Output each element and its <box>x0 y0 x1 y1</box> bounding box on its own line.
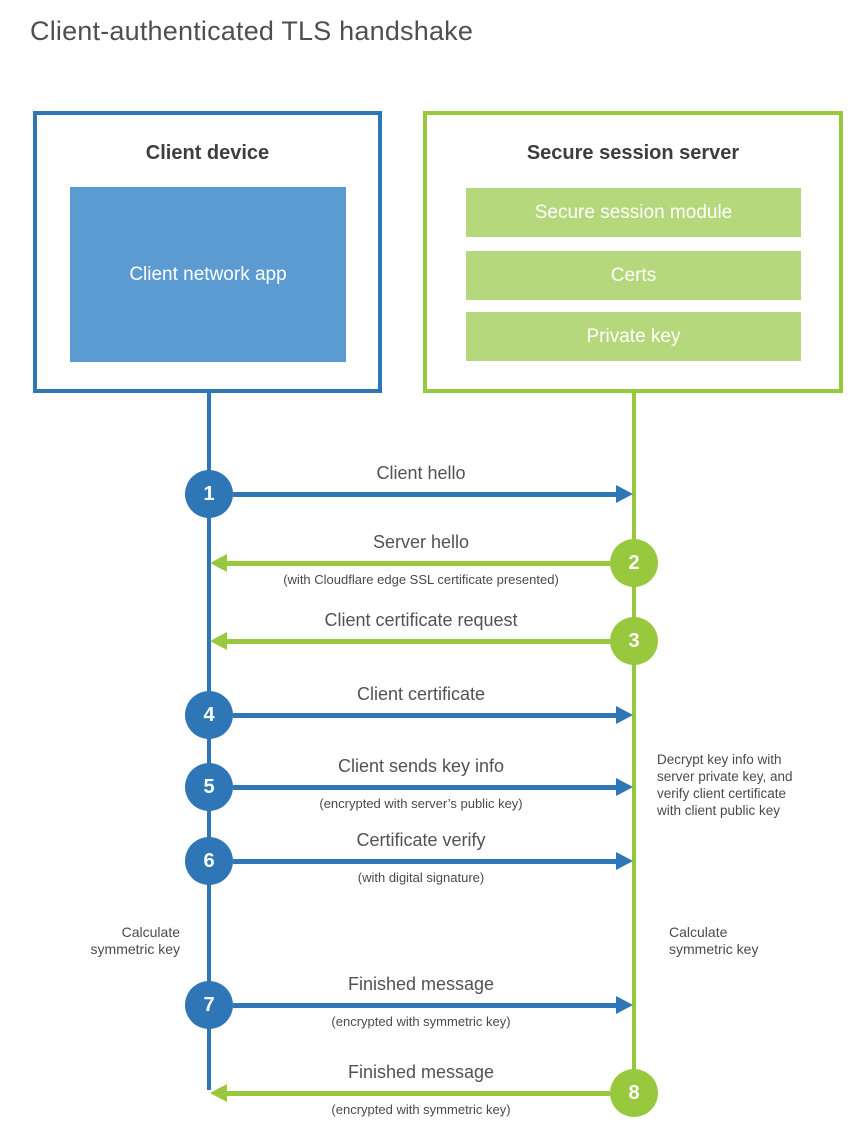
step-label-4: Client certificate <box>356 684 486 704</box>
client-device-title: Client device <box>145 142 270 164</box>
step-label-6: Certificate verify <box>356 830 486 850</box>
step-arrowhead-2 <box>210 554 227 572</box>
step-arrow-4 <box>233 713 616 718</box>
decrypt-key-note: Decrypt key info with server private key… <box>657 752 793 818</box>
client-lifeline <box>207 393 211 1090</box>
step-sublabel-2: (with Cloudflare edge SSL certificate pr… <box>283 572 559 587</box>
step-arrow-6 <box>233 859 616 864</box>
client-network-app-box: Client network app <box>70 187 346 362</box>
step-label-7: Finished message <box>347 974 495 994</box>
step-arrowhead-5 <box>616 778 633 796</box>
step-arrowhead-7 <box>616 996 633 1014</box>
step-arrowhead-8 <box>210 1084 227 1102</box>
step-sublabel-8: (encrypted with symmetric key) <box>331 1102 511 1117</box>
step-circle-3: 3 <box>610 617 658 665</box>
step-arrow-1 <box>233 492 616 497</box>
step-label-3: Client certificate request <box>324 610 518 630</box>
calculate-symmetric-key-note-client: Calculate symmetric key <box>90 924 180 957</box>
step-circle-7: 7 <box>185 981 233 1029</box>
calculate-symmetric-key-note-server: Calculate symmetric key <box>669 924 759 957</box>
step-circle-4: 4 <box>185 691 233 739</box>
step-sublabel-6: (with digital signature) <box>357 870 485 885</box>
server-module-secure-session-module: Secure session module <box>466 188 801 237</box>
step-arrow-3 <box>227 639 610 644</box>
step-circle-5: 5 <box>185 763 233 811</box>
step-circle-2: 2 <box>610 539 658 587</box>
server-module-certs: Certs <box>466 251 801 300</box>
page-title: Client-authenticated TLS handshake <box>30 16 474 46</box>
step-arrowhead-4 <box>616 706 633 724</box>
step-circle-8: 8 <box>610 1069 658 1117</box>
step-sublabel-7: (encrypted with symmetric key) <box>331 1014 511 1029</box>
step-arrowhead-6 <box>616 852 633 870</box>
step-sublabel-5: (encrypted with server’s public key) <box>319 796 523 811</box>
server-module-private-key: Private key <box>466 312 801 361</box>
step-circle-6: 6 <box>185 837 233 885</box>
step-label-8: Finished message <box>347 1062 495 1082</box>
step-arrow-7 <box>233 1003 616 1008</box>
step-circle-1: 1 <box>185 470 233 518</box>
step-arrowhead-3 <box>210 632 227 650</box>
step-arrow-5 <box>233 785 616 790</box>
server-lifeline <box>632 393 636 1093</box>
step-label-2: Server hello <box>372 532 470 552</box>
step-label-5: Client sends key info <box>337 756 505 776</box>
step-arrow-2 <box>227 561 610 566</box>
step-label-1: Client hello <box>376 463 466 483</box>
step-arrowhead-1 <box>616 485 633 503</box>
secure-session-server-title: Secure session server <box>526 142 740 164</box>
step-arrow-8 <box>227 1091 610 1096</box>
